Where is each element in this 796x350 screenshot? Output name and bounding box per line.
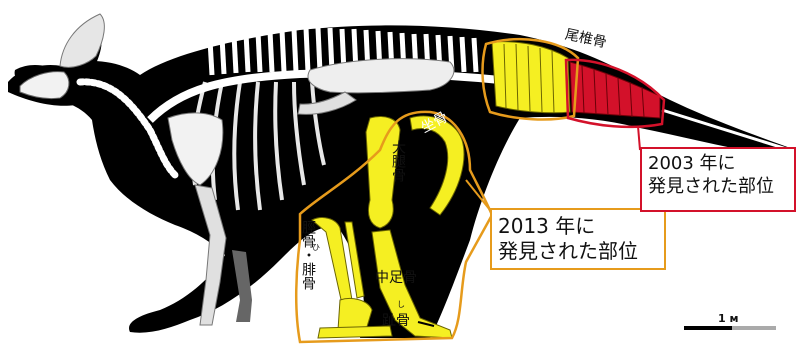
scale-bar-grey — [732, 326, 776, 330]
metatarsal-bones — [338, 298, 372, 330]
found-2013-line1: 2013 年に — [498, 214, 664, 239]
toe-bones — [318, 326, 392, 338]
femur-label: 大腿骨 — [388, 140, 408, 182]
scale-bar-black — [684, 326, 732, 330]
phalanx-label: 趾骨 — [382, 310, 410, 330]
found-2003-line2: 発見された部位 — [648, 176, 794, 199]
found-2003-callout: 2003 年に 発見された部位 — [640, 147, 796, 212]
tibia-fibula-label: 脛骨・腓骨 — [298, 220, 318, 290]
fibula-ruby-label: ひ — [312, 242, 320, 253]
found-2013-line2: 発見された部位 — [498, 239, 664, 264]
phalanx-ruby-label: し — [397, 299, 405, 310]
metatarsal-label: 中足骨 — [375, 267, 417, 287]
found-2013-callout: 2013 年に 発見された部位 — [490, 208, 666, 270]
found-2003-line1: 2003 年に — [648, 153, 794, 176]
scale-label: 1 м — [718, 312, 738, 325]
